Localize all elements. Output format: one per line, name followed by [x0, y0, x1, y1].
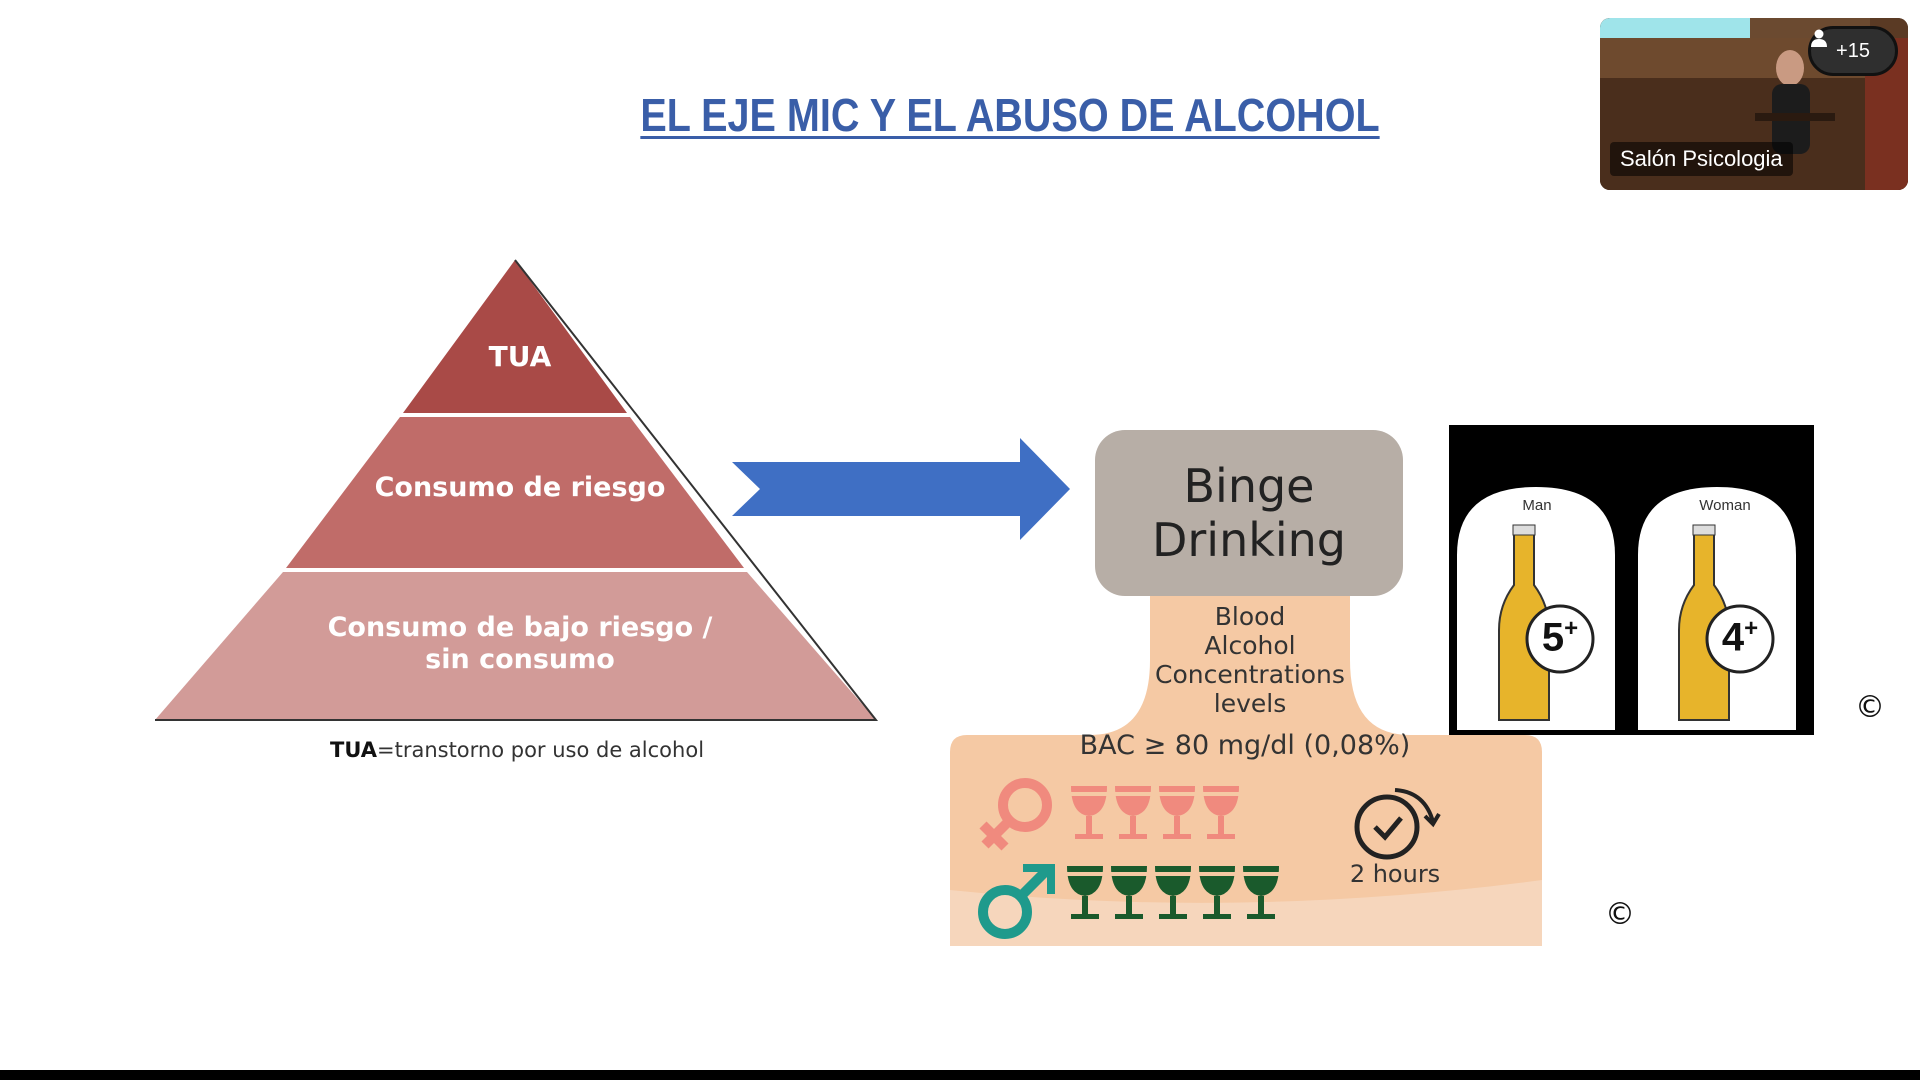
binge-drinking-title: Binge Drinking: [1095, 430, 1403, 596]
pyramid-diagram: [155, 259, 879, 721]
beer-bottle-woman-icon: [1678, 524, 1775, 721]
pyramid-label-riesgo: Consumo de riesgo: [374, 472, 666, 503]
pyramid-level-riesgo: [286, 417, 744, 568]
caption-definition: =transtorno por uso de alcohol: [376, 738, 705, 762]
binge-title-line2: Drinking: [1151, 513, 1347, 567]
bac-line: Concentrations: [1155, 660, 1345, 689]
beer-bottle-man-icon: [1498, 524, 1595, 721]
wine-glass-icon: [1199, 866, 1235, 919]
bottle-label-woman: Woman: [1699, 497, 1751, 514]
slide-title: EL EJE MIC Y EL ABUSO DE ALCOHOL: [640, 89, 1380, 141]
wine-glass-icon: [1243, 866, 1279, 919]
bottles-panel: Man Woman 5+ 4+: [1449, 425, 1814, 735]
binge-title-line1: Binge: [1183, 459, 1315, 513]
copyright-mark: ©: [1855, 690, 1885, 725]
pyramid-level-tua: [403, 260, 627, 413]
bottle-count-man: 5+: [1529, 615, 1591, 660]
participant-count-badge[interactable]: +15: [1808, 26, 1898, 76]
wine-glass-icon: [1159, 786, 1195, 839]
pyramid-label-tua: TUA: [488, 340, 552, 373]
clock-icon: [1354, 788, 1441, 860]
copyright-mark: ©: [1605, 897, 1635, 932]
pyramid-label-bajo-line1: Consumo de bajo riesgo /: [327, 612, 713, 643]
duration-label: 2 hours: [1349, 860, 1441, 888]
bottom-edge: [0, 1070, 1920, 1080]
bac-description: Blood Alcohol Concentrations levels: [1150, 602, 1350, 718]
wine-glass-icon: [1155, 866, 1191, 919]
participant-count: +15: [1836, 39, 1870, 62]
caption-abbrev: TUA: [330, 738, 377, 762]
video-tile[interactable]: +15 Salón Psicologia: [1600, 18, 1908, 190]
right-arrow-icon: [732, 438, 1070, 540]
pyramid-label-bajo-line2: sin consumo: [425, 644, 615, 675]
woman-count-plus: +: [1744, 615, 1759, 642]
person-icon: [1811, 29, 1827, 47]
pyramid-level-bajo: [155, 572, 876, 720]
woman-count-number: 4: [1721, 615, 1745, 660]
pyramid-label-bajo: Consumo de bajo riesgo / sin consumo: [300, 612, 740, 676]
bac-line: Blood: [1214, 602, 1286, 631]
bac-line: levels: [1213, 689, 1287, 718]
bac-line: Alcohol: [1204, 631, 1296, 660]
man-count-plus: +: [1564, 615, 1579, 642]
wine-glass-icon: [1111, 866, 1147, 919]
beer-bottles-image: [1457, 487, 1796, 730]
pyramid-caption: TUA=transtorno por uso de alcohol: [330, 738, 712, 762]
wine-glass-icon: [1115, 786, 1151, 839]
wine-glass-icon: [1203, 786, 1239, 839]
male-symbol-icon: [978, 864, 1055, 939]
wine-glass-icon: [1071, 786, 1107, 839]
bac-threshold: BAC ≥ 80 mg/dl (0,08%): [1079, 730, 1411, 761]
bottle-count-woman: 4+: [1709, 615, 1771, 660]
bottle-label-man: Man: [1522, 497, 1552, 514]
female-symbol-icon: [979, 778, 1052, 851]
wine-glass-icon: [1067, 866, 1103, 919]
video-tile-name: Salón Psicologia: [1610, 142, 1793, 176]
man-count-number: 5: [1541, 615, 1565, 660]
